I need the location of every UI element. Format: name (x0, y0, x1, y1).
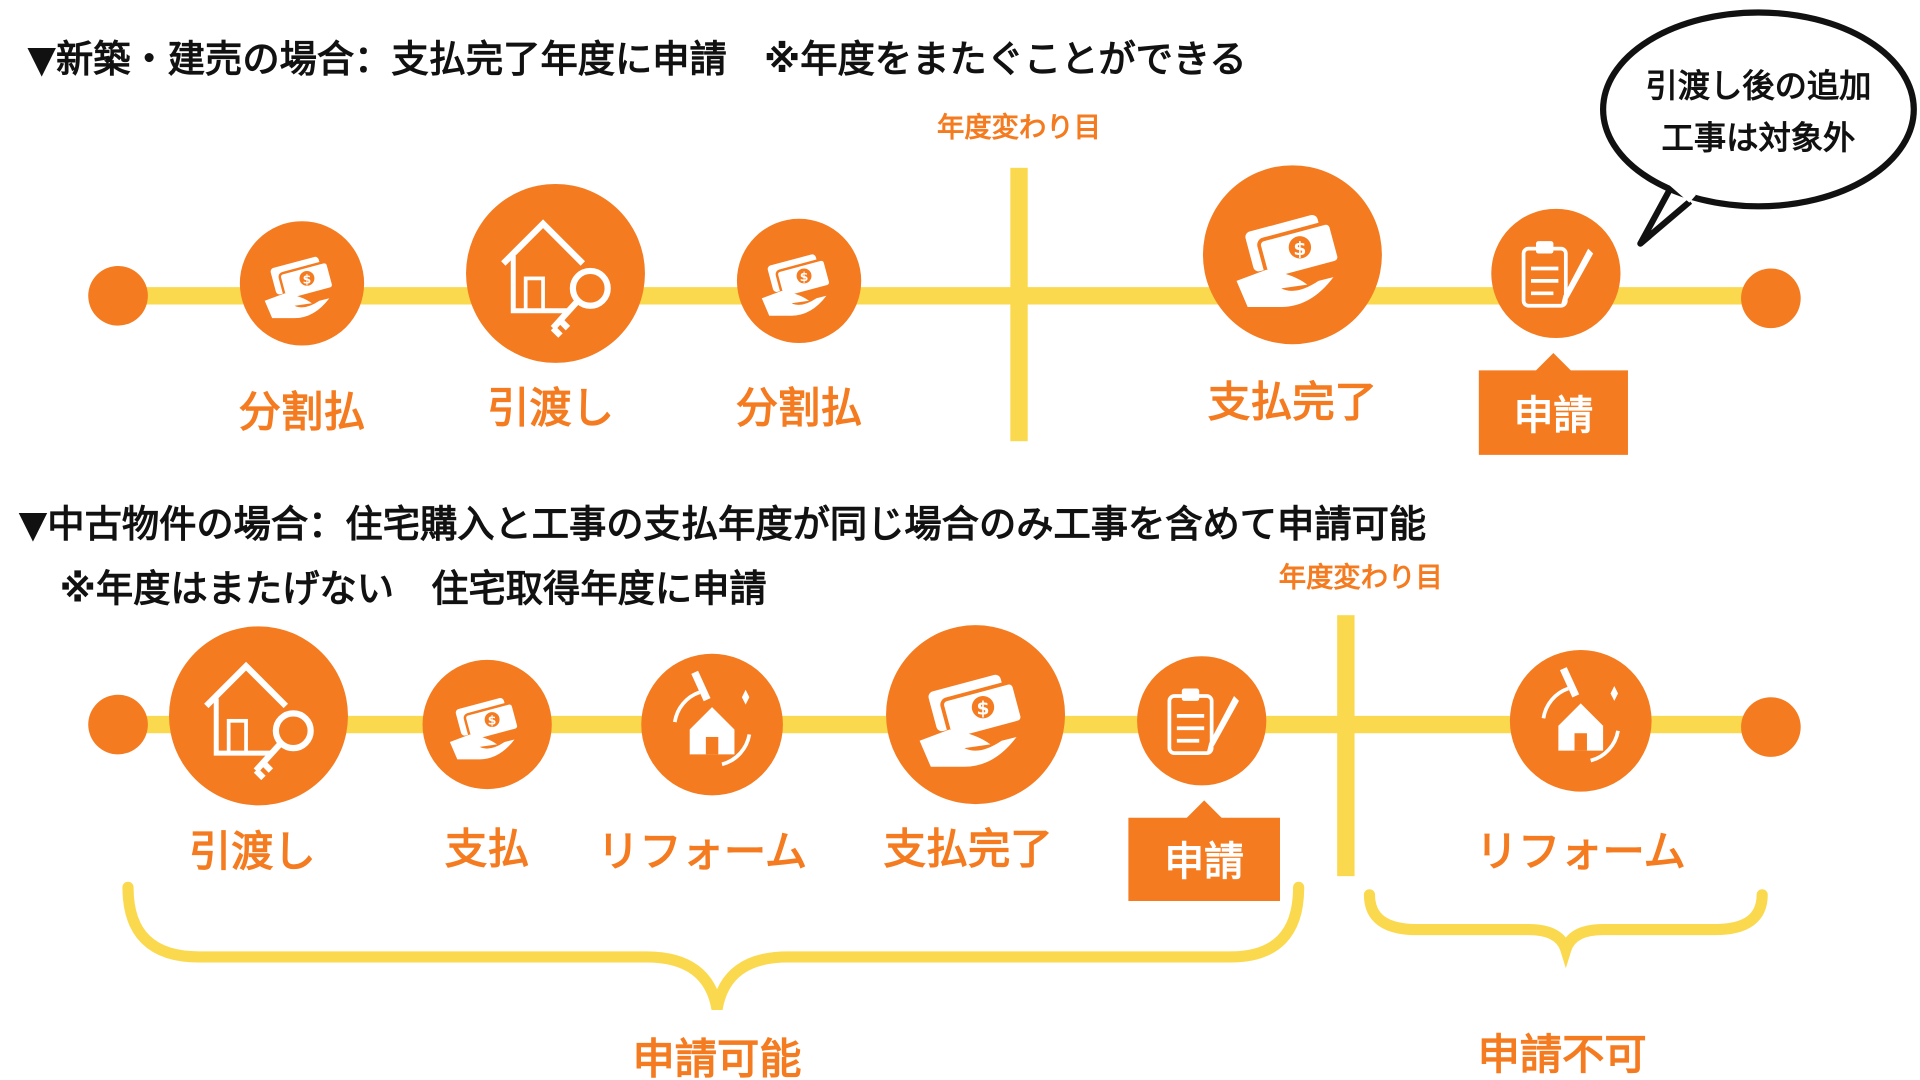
step-label: 分割払 (736, 384, 863, 433)
step-payment: 支払 (422, 659, 552, 874)
section2-title: ▼中古物件の場合：住宅購入と工事の支払年度が同じ場合のみ工事を含めて申請可能 (19, 502, 1426, 546)
step-reform-next-year: リフォーム (1476, 649, 1686, 876)
step-payment-complete: 支払完了 (1202, 165, 1382, 426)
step-label: 支払完了 (884, 825, 1053, 874)
impossible-brace (1363, 889, 1768, 969)
step-application: 申請 (1128, 656, 1280, 902)
possible-brace (122, 881, 1305, 1011)
step-label: 支払 (445, 825, 530, 874)
year-change-label: 年度変わり目 (1279, 562, 1443, 594)
step-label: 引渡し (189, 827, 316, 876)
application-badge: 申請 (1164, 839, 1244, 885)
step-label: 引渡し (487, 384, 614, 433)
step-label: リフォーム (597, 827, 807, 876)
timeline-end-dot (1741, 697, 1801, 757)
step-handover: 引渡し (466, 183, 645, 433)
step-payment-complete: 支払完了 (884, 625, 1066, 874)
possible-label: 申請可能 (633, 1035, 802, 1080)
section1-title: ▼新築・建売の場合：支払完了年度に申請 ※年度をまたぐことができる (27, 37, 1246, 81)
step-installment-1: 分割払 (239, 221, 366, 436)
step-installment-2: 分割払 (736, 218, 863, 433)
step-label: リフォーム (1476, 827, 1686, 876)
section2-subtitle: ※年度はまたげない 住宅取得年度に申請 (60, 567, 767, 611)
step-label: 分割払 (239, 387, 366, 436)
application-badge: 申請 (1514, 393, 1594, 439)
timeline-start-dot (88, 265, 148, 326)
timeline-start-dot (88, 694, 148, 755)
impossible-label: 申請不可 (1478, 1030, 1647, 1079)
year-divider (1010, 167, 1028, 442)
year-divider (1337, 615, 1355, 877)
step-label: 支払完了 (1208, 377, 1377, 426)
step-application: 申請 (1478, 208, 1628, 455)
speech-bubble: 引渡し後の追加 工事は対象外 (1600, 9, 1917, 247)
bubble-line: 工事は対象外 (1662, 119, 1856, 157)
bubble-line: 引渡し後の追加 (1645, 67, 1871, 105)
timeline-end-dot (1741, 268, 1801, 329)
year-change-label: 年度変わり目 (937, 112, 1101, 144)
step-handover: 引渡し (169, 626, 348, 876)
step-reform: リフォーム (597, 653, 807, 876)
